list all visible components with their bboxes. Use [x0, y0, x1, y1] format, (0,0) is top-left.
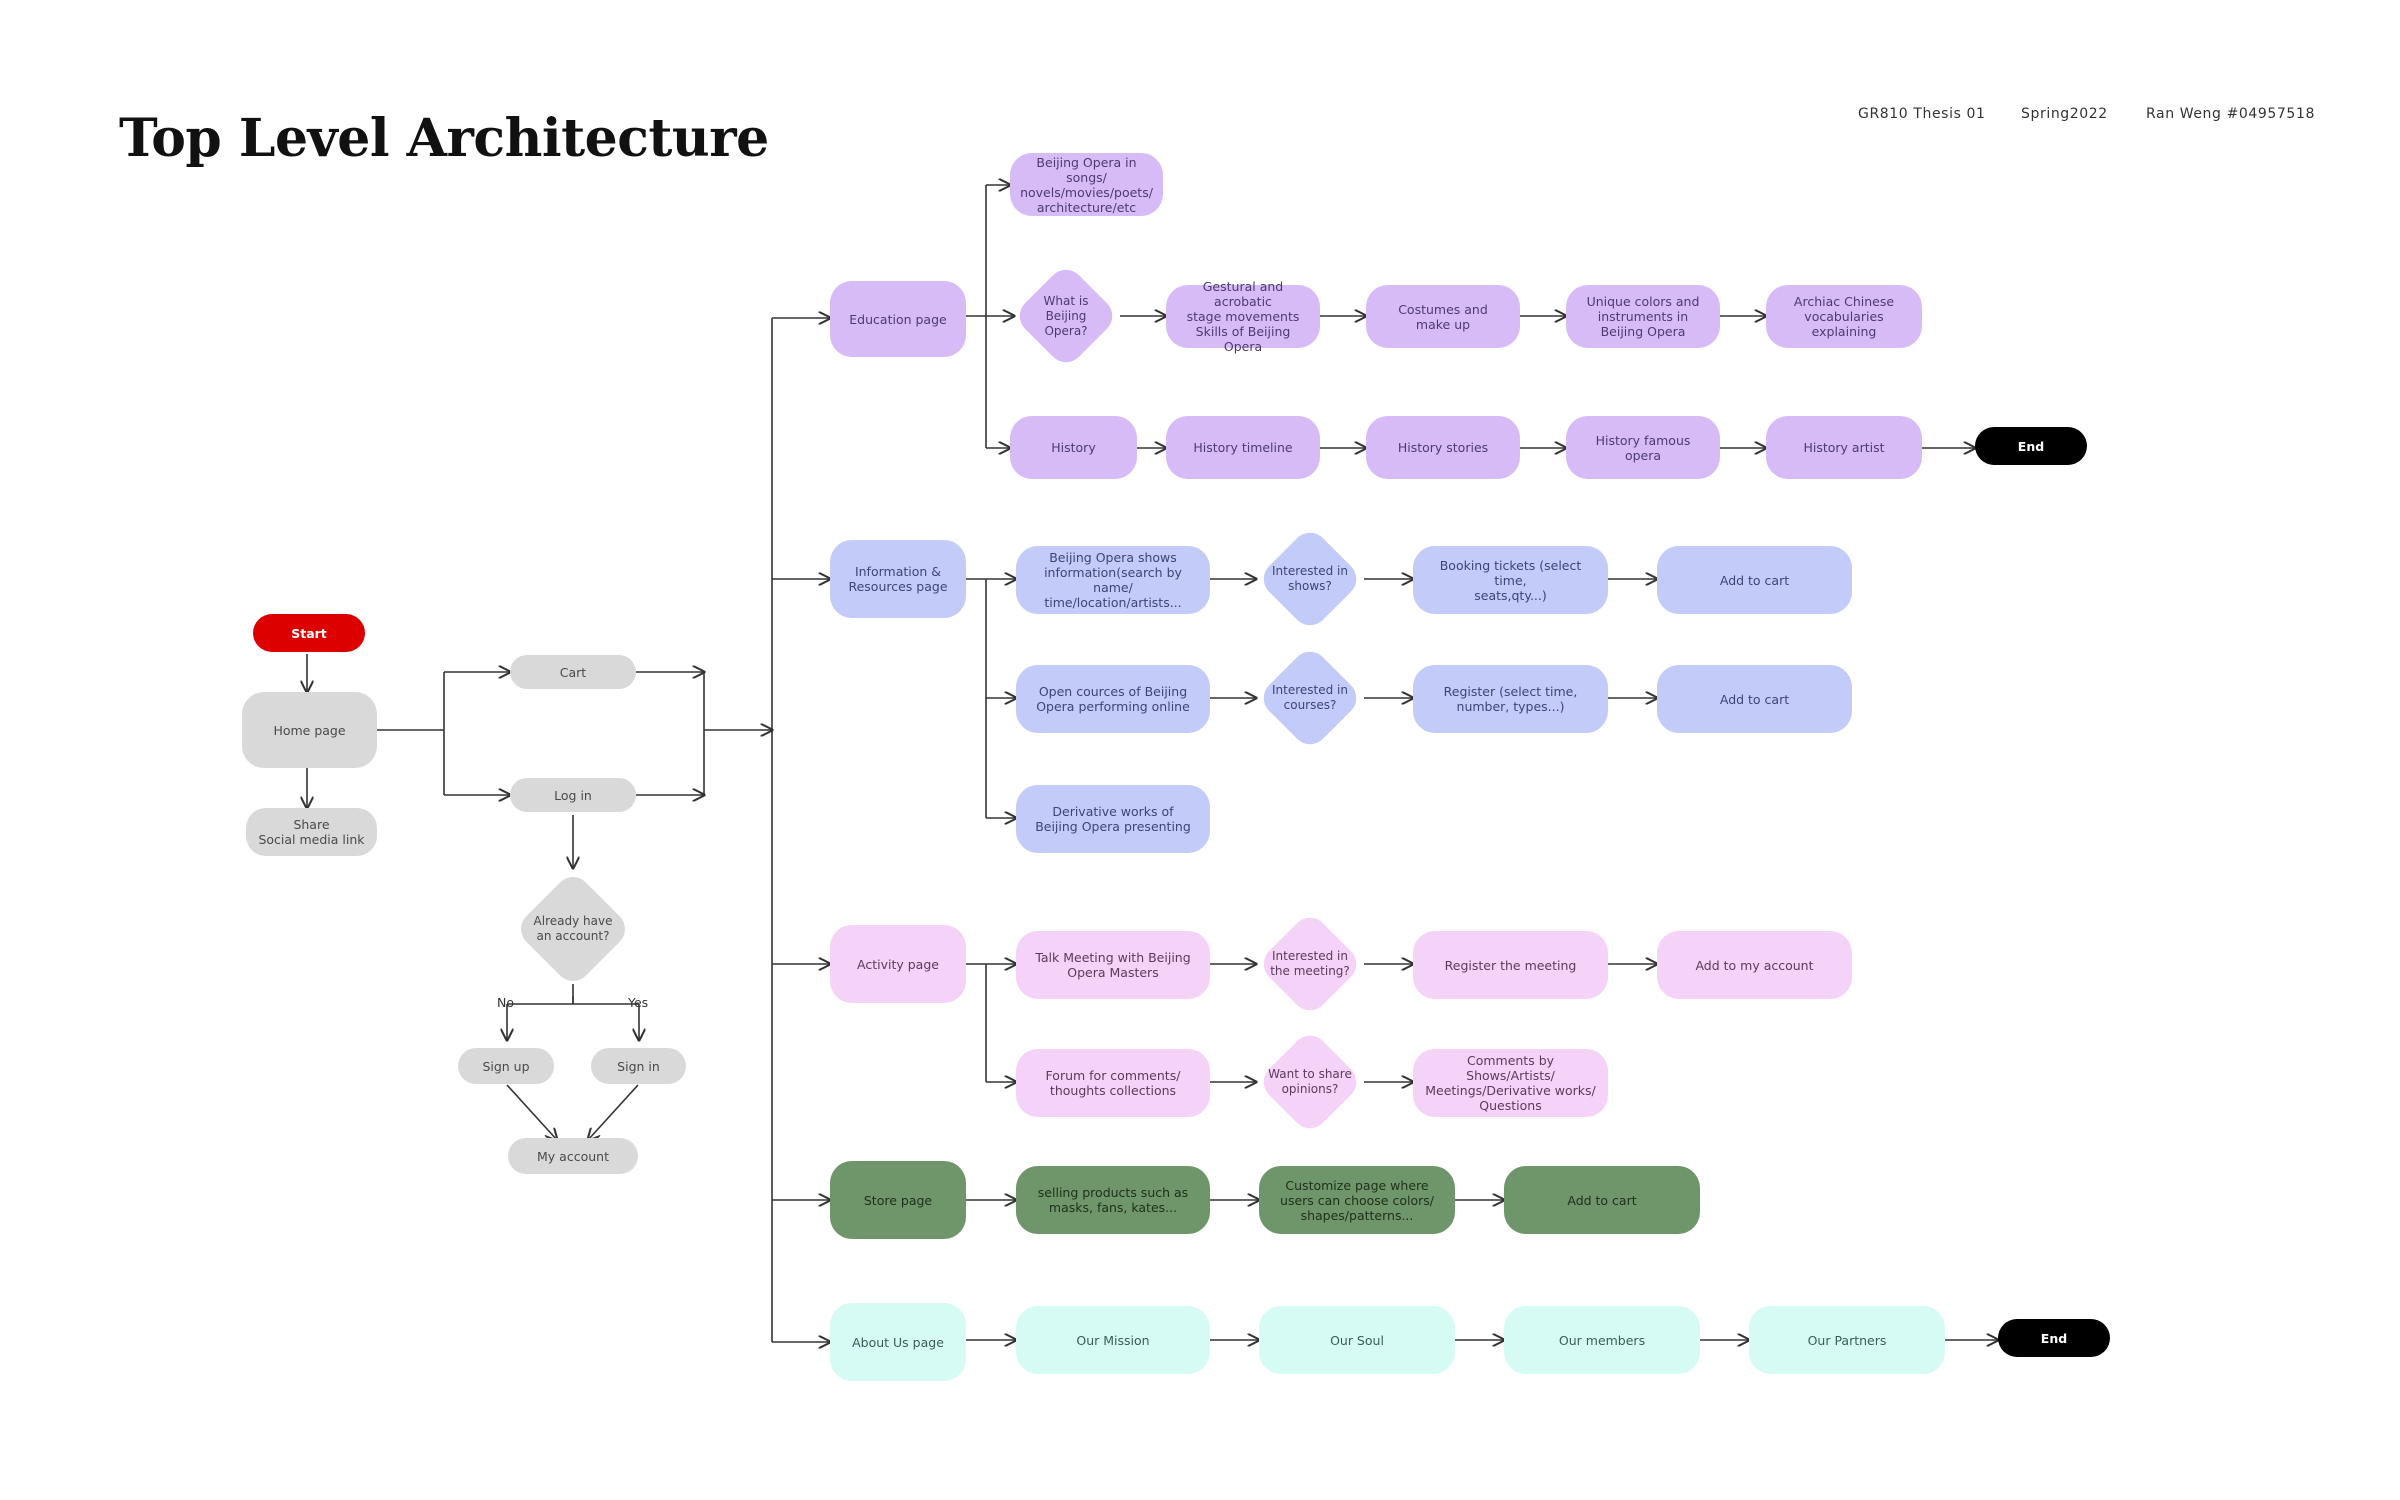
act-share-label: Want to share opinions? [1268, 1067, 1352, 1096]
info-register-node: Register (select time, number, types...) [1413, 665, 1608, 733]
my-account-node: My account [508, 1138, 638, 1174]
information-page-node: Information & Resources page [830, 540, 966, 618]
info-booking-node: Booking tickets (select time, seats,qty.… [1413, 546, 1608, 614]
course-code: GR810 Thesis 01 [1858, 106, 1986, 122]
education-page-node: Education page [830, 281, 966, 357]
edu-artist-node: History artist [1766, 416, 1922, 479]
branch-yes-label: Yes [628, 995, 649, 1010]
act-add-account-node: Add to my account [1657, 931, 1852, 999]
info-derivative-node: Derivative works of Beijing Opera presen… [1016, 785, 1210, 853]
store-page-node: Store page [830, 1161, 966, 1239]
activity-page-node: Activity page [830, 925, 966, 1003]
info-add-cart-node-2: Add to cart [1657, 665, 1852, 733]
act-interested-decision: Interested in the meeting? [1256, 910, 1364, 1018]
store-customize-node: Customize page where users can choose co… [1259, 1166, 1455, 1234]
act-interested-label: Interested in the meeting? [1270, 949, 1350, 978]
author-label: Ran Weng #04957518 [2146, 106, 2315, 122]
info-courses-node: Open cources of Beijing Opera performing… [1016, 665, 1210, 733]
edu-history-node: History [1010, 416, 1137, 479]
store-selling-node: selling products such as masks, fans, ka… [1016, 1166, 1210, 1234]
login-node: Log in [510, 778, 636, 812]
term-label: Spring2022 [2021, 106, 2108, 122]
edu-what-decision: What is Beijing Opera? [1012, 262, 1120, 370]
cart-node: Cart [510, 655, 636, 689]
about-mission-node: Our Mission [1016, 1306, 1210, 1374]
info-interested-shows-label: Interested in shows? [1272, 564, 1348, 593]
act-register-node: Register the meeting [1413, 931, 1608, 999]
edu-colors-node: Unique colors and instruments in Beijing… [1566, 285, 1720, 348]
home-page-node: Home page [242, 692, 377, 768]
page-title: Top Level Architecture [119, 108, 769, 169]
edu-costumes-node: Costumes and make up [1366, 285, 1520, 348]
edge-signup-account [506, 1084, 557, 1140]
start-node: Start [253, 614, 365, 652]
sign-in-node: Sign in [591, 1048, 686, 1084]
act-talk-node: Talk Meeting with Beijing Opera Masters [1016, 931, 1210, 999]
act-share-decision: Want to share opinions? [1256, 1028, 1364, 1136]
edu-stories-node: History stories [1366, 416, 1520, 479]
end-node-education: End [1975, 427, 2087, 465]
info-interested-courses-label: Interested in courses? [1272, 683, 1348, 712]
info-interested-courses-decision: Interested in courses? [1256, 644, 1364, 752]
edu-famous-node: History famous opera [1566, 416, 1720, 479]
about-soul-node: Our Soul [1259, 1306, 1455, 1374]
store-add-cart-node: Add to cart [1504, 1166, 1700, 1234]
edu-archaic-node: Archiac Chinese vocabularies explaining [1766, 285, 1922, 348]
share-social-node: Share Social media link [246, 808, 377, 856]
already-account-label: Already have an account? [533, 914, 613, 943]
act-comments-node: Comments by Shows/Artists/ Meetings/Deri… [1413, 1049, 1608, 1117]
edge-signin-account [588, 1084, 639, 1140]
edu-timeline-node: History timeline [1166, 416, 1320, 479]
about-page-node: About Us page [830, 1303, 966, 1381]
end-node-about: End [1998, 1319, 2110, 1357]
edu-what-label: What is Beijing Opera? [1043, 293, 1089, 338]
edu-songs-node: Beijing Opera in songs/ novels/movies/po… [1010, 153, 1163, 216]
act-forum-node: Forum for comments/ thoughts collections [1016, 1049, 1210, 1117]
branch-no-label: No [497, 995, 514, 1010]
about-partners-node: Our Partners [1749, 1306, 1945, 1374]
sign-up-node: Sign up [458, 1048, 554, 1084]
info-shows-node: Beijing Opera shows information(search b… [1016, 546, 1210, 614]
info-add-cart-node-1: Add to cart [1657, 546, 1852, 614]
info-interested-shows-decision: Interested in shows? [1256, 525, 1364, 633]
about-members-node: Our members [1504, 1306, 1700, 1374]
edu-gestural-node: Gestural and acrobatic stage movements S… [1166, 279, 1320, 354]
already-account-decision: Already have an account? [513, 869, 633, 989]
